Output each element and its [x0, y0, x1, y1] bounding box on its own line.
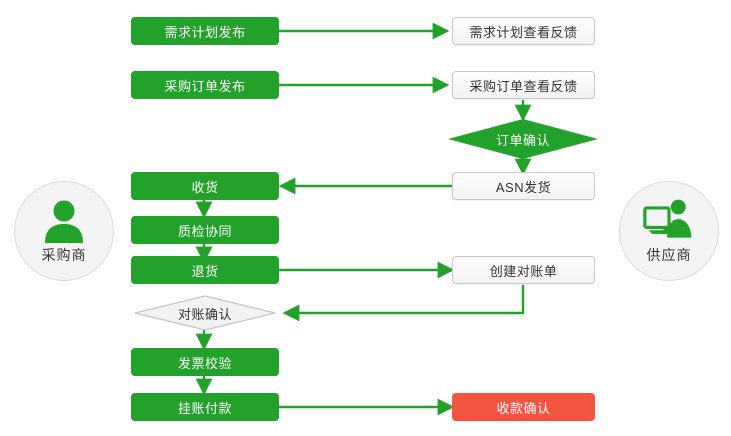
node-quality-collab[interactable]: 质检协同 — [131, 216, 279, 244]
node-goods-receipt[interactable]: 收货 — [131, 172, 279, 200]
person-icon — [38, 197, 90, 243]
node-label: 挂账付款 — [177, 400, 232, 416]
node-return-goods[interactable]: 退货 — [131, 256, 279, 284]
node-label: 质检协同 — [177, 223, 232, 239]
node-label: 采购订单发布 — [164, 78, 246, 94]
node-label: 需求计划查看反馈 — [469, 24, 578, 40]
node-order-confirm[interactable]: 订单确认 — [448, 119, 598, 159]
role-supplier: 供应商 — [619, 181, 719, 281]
edge-statement-to-confirm — [282, 285, 525, 322]
node-label: 发票校验 — [177, 355, 232, 371]
node-label: ASN发货 — [495, 179, 552, 195]
role-buyer: 采购商 — [14, 181, 114, 281]
node-asn-shipment[interactable]: ASN发货 — [452, 172, 595, 200]
node-create-statement[interactable]: 创建对账单 — [452, 256, 595, 284]
node-statement-confirm[interactable]: 对账确认 — [134, 295, 276, 331]
node-accrual-payment[interactable]: 挂账付款 — [131, 393, 279, 421]
node-demand-plan-publish[interactable]: 需求计划发布 — [131, 17, 279, 45]
node-label: 需求计划发布 — [164, 24, 246, 40]
node-receipt-confirm[interactable]: 收款确认 — [452, 393, 595, 421]
node-purchase-order-feedback[interactable]: 采购订单查看反馈 — [452, 71, 595, 99]
node-invoice-verify[interactable]: 发票校验 — [131, 348, 279, 376]
node-label: 收货 — [191, 179, 219, 195]
node-label: 收款确认 — [496, 400, 551, 416]
node-purchase-order-publish[interactable]: 采购订单发布 — [131, 71, 279, 99]
node-demand-plan-feedback[interactable]: 需求计划查看反馈 — [452, 17, 595, 45]
person-at-computer-icon — [643, 197, 695, 243]
node-label: 退货 — [191, 263, 219, 279]
node-label: 采购订单查看反馈 — [469, 78, 578, 94]
role-supplier-label: 供应商 — [646, 247, 692, 263]
node-label: 创建对账单 — [489, 263, 558, 279]
role-buyer-label: 采购商 — [41, 247, 87, 263]
